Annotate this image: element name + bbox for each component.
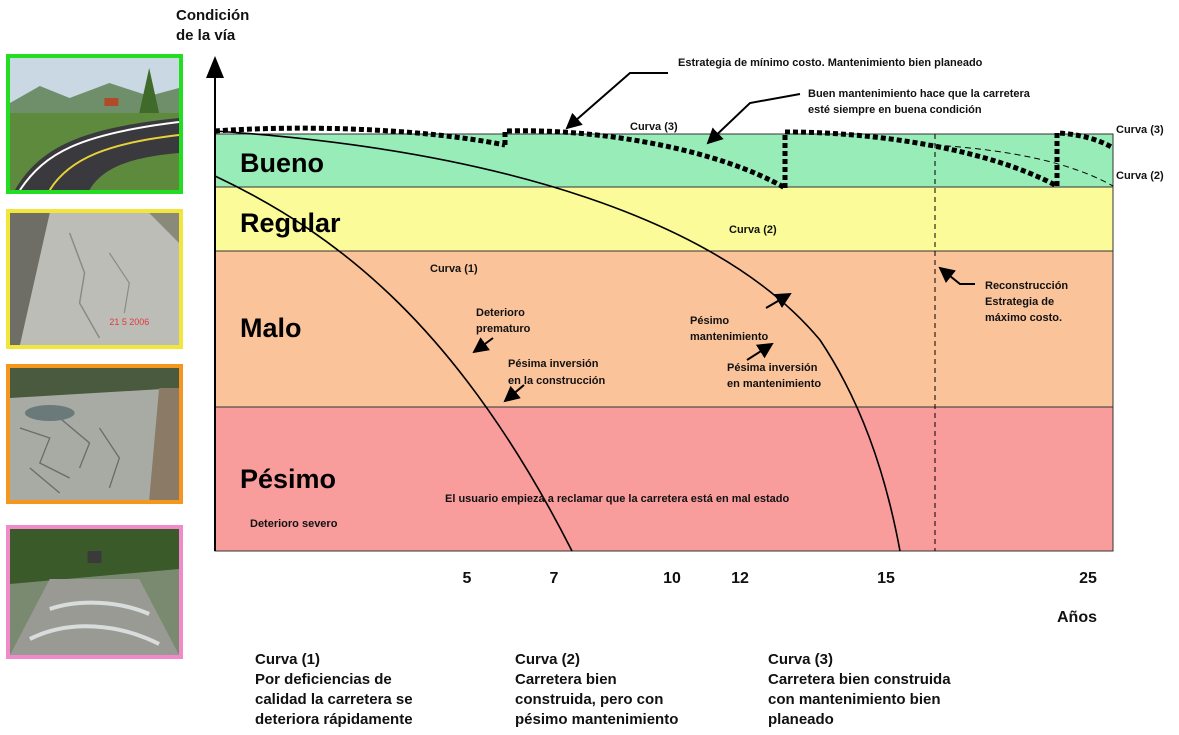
footnote-2-title: Curva (2) (515, 651, 581, 668)
svg-text:21 5 2006: 21 5 2006 (109, 317, 149, 327)
label-curva2-right: Curva (2) (1116, 170, 1164, 182)
label-recon-line1: Reconstrucción (985, 280, 1068, 292)
photo-regular-road: 21 5 2006 (6, 209, 183, 349)
label-curva1: Curva (1) (430, 263, 478, 275)
photo-terrible-road (6, 525, 183, 659)
label-bad-invest-line1: Pésima inversión (508, 358, 599, 370)
label-curva2: Curva (2) (729, 224, 777, 236)
footnote-curve-1: Curva (1) Por deficiencias de calidad la… (255, 650, 413, 730)
photo-good-road (6, 54, 183, 194)
label-good-maint-line1: Buen mantenimiento hace que la carretera (808, 88, 1031, 100)
footnote-3-line1: Carretera bien construida (768, 671, 951, 688)
arrow-premature (472, 337, 494, 354)
footnote-1-line1: Por deficiencias de (255, 671, 392, 688)
label-good-maint-line2: esté siempre en buena condición (808, 104, 982, 116)
label-premature-line1: Deterioro (476, 307, 525, 319)
y-axis-arrowhead (206, 56, 224, 78)
x-tick-7: 7 (550, 570, 559, 587)
band-label-regular: Regular (240, 208, 341, 238)
curve-2 (214, 130, 901, 552)
arrow-bad-invest-maint (746, 342, 774, 361)
band-pesimo (214, 406, 1114, 552)
x-tick-12: 12 (731, 570, 749, 587)
label-bad-invest-maint-line1: Pésima inversión (727, 362, 818, 374)
arrow-good-maint (706, 93, 801, 145)
x-tick-5: 5 (463, 570, 472, 587)
y-axis-title-line1: Condición (176, 7, 250, 24)
footnote-3-title: Curva (3) (768, 651, 834, 668)
label-curva3-top: Curva (3) (630, 121, 678, 133)
footnote-1-title: Curva (1) (255, 651, 321, 668)
label-pesimo-maint-line2: mantenimiento (690, 331, 769, 343)
label-pesimo-maint-line1: Pésimo (690, 315, 729, 327)
footnote-2-line3: pésimo mantenimiento (515, 711, 679, 728)
y-axis-title-line2: de la vía (176, 27, 236, 44)
curve-2-dashed-continuation (934, 144, 1114, 187)
footnote-2-line1: Carretera bien (515, 671, 617, 688)
footnote-3-line3: planeado (768, 711, 834, 728)
label-strategy-min-cost: Estrategia de mínimo costo. Mantenimient… (678, 57, 983, 69)
band-label-pesimo: Pésimo (240, 464, 336, 494)
curve-3 (214, 125, 1115, 191)
band-malo (214, 250, 1114, 408)
footnote-1-line3: deteriora rápidamente (255, 711, 413, 728)
band-label-bueno: Bueno (240, 148, 324, 178)
footnote-2-line2: construida, pero con (515, 691, 664, 708)
arrow-bad-invest (503, 384, 525, 403)
band-bueno (214, 133, 1114, 188)
y-axis-title: Condición de la vía (176, 6, 249, 46)
photo-bad-road (6, 364, 183, 504)
x-tick-15: 15 (877, 570, 895, 587)
band-label-malo: Malo (240, 313, 302, 343)
label-bad-invest-line2: en la construcción (508, 375, 605, 387)
arrow-reconstruction (938, 266, 975, 285)
label-recon-line3: máximo costo. (985, 312, 1062, 324)
curve-1 (214, 175, 573, 552)
arrow-pesimo-maint (765, 292, 792, 309)
label-premature-line2: prematuro (476, 323, 531, 335)
label-recon-line2: Estrategia de (985, 296, 1054, 308)
label-curva3-right: Curva (3) (1116, 124, 1164, 136)
x-axis-title: Años (1057, 609, 1097, 626)
x-tick-10: 10 (663, 570, 681, 587)
label-bad-invest-maint-line2: en mantenimiento (727, 378, 821, 390)
x-tick-25: 25 (1079, 570, 1097, 587)
footnote-curve-2: Curva (2) Carretera bien construida, per… (515, 650, 678, 730)
footnote-curve-3: Curva (3) Carretera bien construida con … (768, 650, 951, 730)
arrow-min-cost (565, 72, 668, 130)
footnote-1-line2: calidad la carretera se (255, 691, 413, 708)
footnote-3-line2: con mantenimiento bien (768, 691, 941, 708)
label-user-complaint: El usuario empieza a reclamar que la car… (445, 493, 790, 505)
label-severe: Deterioro severo (250, 518, 338, 530)
band-regular (214, 186, 1114, 252)
